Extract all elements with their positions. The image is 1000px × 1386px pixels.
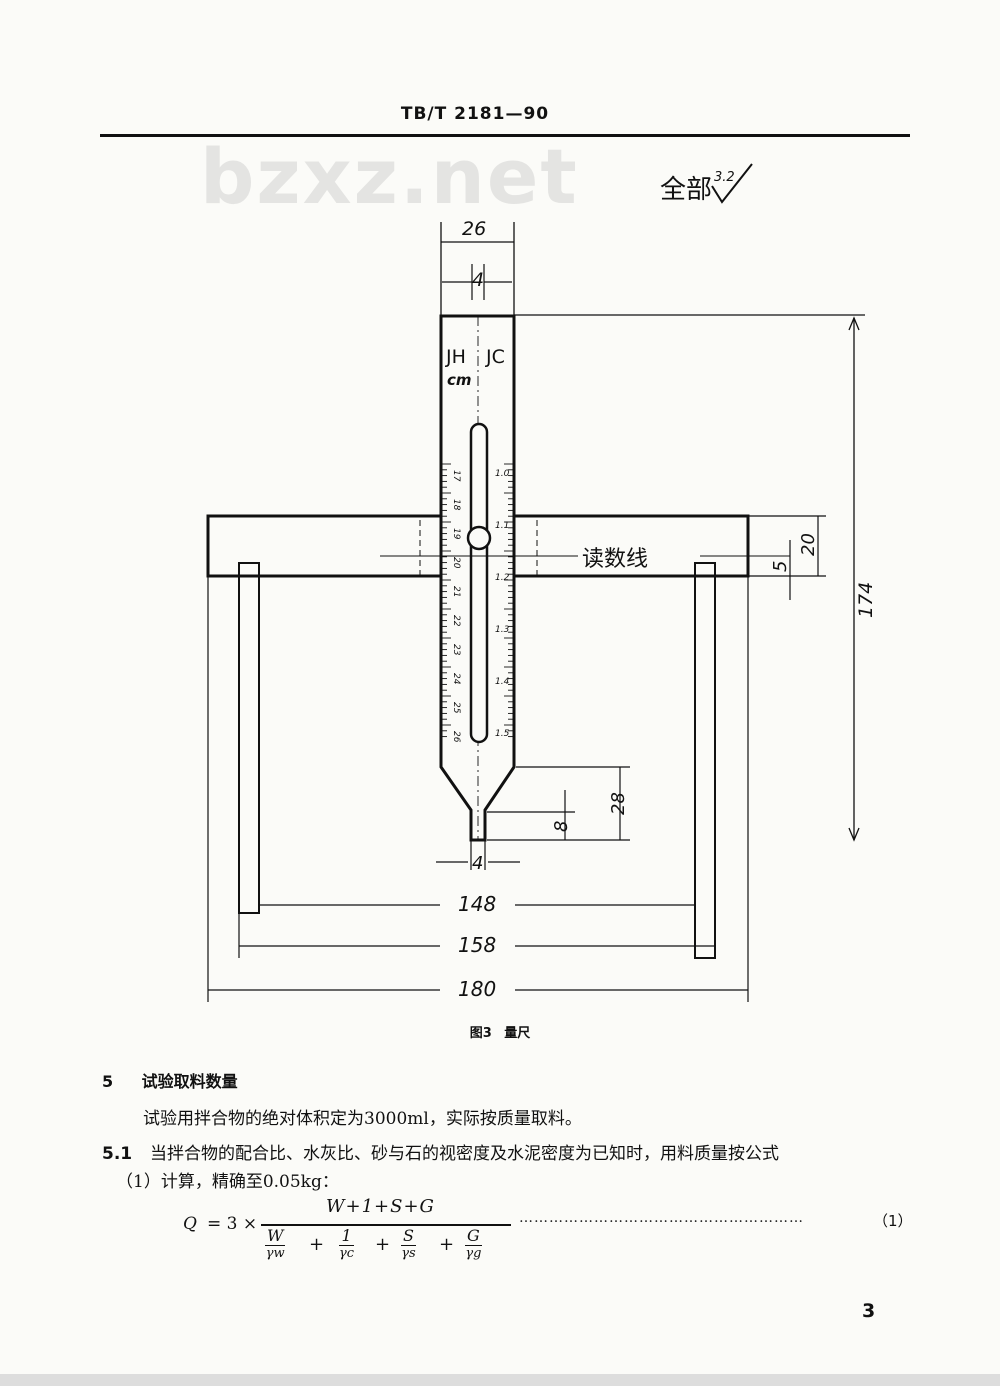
clause-line-1: 当拌合物的配合比、水灰比、砂与石的视密度及水泥密度为已知时，用料质量按公式 (150, 1144, 779, 1164)
scale-left-label: 22 (451, 615, 461, 627)
equation-number: （1） (873, 1212, 913, 1230)
scale-right-label: 1.4 (495, 677, 510, 687)
formula-lhs: Q (183, 1214, 197, 1234)
term-water: W γw (265, 1226, 286, 1261)
term-cement: 1 γc (339, 1226, 355, 1261)
scale-ticks (441, 463, 514, 738)
scale-left-label: 26 (451, 731, 461, 743)
section-paragraph: 试验用拌合物的绝对体积定为3000ml，实际按质量取料。 (143, 1109, 582, 1129)
page-number: 3 (862, 1300, 876, 1322)
clause-number: 5.1 (102, 1144, 133, 1164)
scale-left-labels: 17 18 19 20 21 22 23 24 25 26 (451, 470, 461, 743)
scan-edge (0, 1374, 1000, 1386)
dim-slot-width: 4 (472, 269, 484, 291)
scale-right-label: 1.2 (495, 573, 510, 583)
scale-left-label: 19 (451, 528, 461, 540)
figure-number: 图3 (469, 1026, 492, 1041)
dim-inner-span: 148 (458, 892, 496, 916)
mark-jc: JC (485, 346, 505, 368)
dim-tip-length: 8 (551, 821, 572, 832)
scale-right-label: 1.5 (495, 729, 510, 739)
plus-3: + (439, 1234, 455, 1255)
term-sand: S γs (401, 1226, 416, 1261)
scale-right-label: 1.1 (495, 521, 509, 531)
formula-fraction-bar (261, 1224, 511, 1226)
clause-5-1: 5.1 当拌合物的配合比、水灰比、砂与石的视密度及水泥密度为已知时，用料质量按公式… (102, 1140, 922, 1196)
mark-jh: JH (445, 346, 466, 368)
scale-right-labels: 1.0 1.1 1.2 1.3 1.4 1.5 (495, 469, 510, 739)
dim-tip-width: 4 (472, 853, 483, 874)
section-title: 试验取料数量 (141, 1072, 238, 1091)
formula-1: Q = 3 × W+1+S+G W γw + 1 γc + S γs + G γ… (183, 1196, 923, 1276)
scale-left-label: 17 (451, 470, 461, 482)
dim-total-width: 180 (458, 977, 496, 1001)
scale-left-label: 24 (451, 673, 461, 685)
header-rule (100, 134, 910, 137)
scale-right-label: 1.0 (495, 469, 510, 479)
scale-left-label: 21 (451, 586, 461, 597)
dim-top-width: 26 (462, 218, 486, 240)
surface-note: 全部 (660, 175, 712, 205)
formula-denominator: W γw + 1 γc + S γs + G γg (261, 1226, 521, 1276)
roughness-symbol (711, 163, 753, 204)
scale-left-label: 20 (451, 557, 461, 569)
reading-ball (466, 525, 492, 551)
scale-left-label: 23 (451, 644, 461, 656)
section-heading: 5 试验取料数量 (102, 1068, 238, 1092)
dim-bar-height: 20 (798, 533, 819, 556)
leader-dots: ………………………………………………… (519, 1210, 804, 1226)
mark-unit: cm (447, 371, 472, 389)
measuring-ruler-drawing: 全部 3.2 26 4 174 17 18 19 20 21 22 23 24 25 26 1.0… (206, 163, 877, 1002)
figure-title: 量尺 (504, 1026, 531, 1041)
formula-numerator: W+1+S+G (326, 1196, 435, 1217)
clause-line-2: （1）计算，精确至0.05kg： (116, 1172, 339, 1192)
plus-2: + (375, 1234, 391, 1255)
roughness-value: 3.2 (714, 170, 735, 185)
standard-code: TB/T 2181—90 (400, 104, 550, 124)
left-leg (238, 562, 260, 914)
figure-caption: 图3 量尺 (0, 1022, 1000, 1041)
dim-total-height: 174 (855, 582, 877, 618)
formula-eq: = 3 × (207, 1214, 258, 1234)
reading-line-label: 读数线 (582, 547, 648, 572)
dim-leg-span: 158 (458, 933, 496, 957)
section-number: 5 (102, 1072, 114, 1091)
dim-taper-length: 28 (608, 792, 629, 815)
ruler-slot (469, 422, 489, 744)
term-gravel: G γg (465, 1226, 482, 1261)
watermark: bzxz.net (200, 132, 579, 221)
scale-right-label: 1.3 (495, 625, 510, 635)
scale-left-label: 18 (451, 499, 461, 511)
scale-left-label: 25 (451, 702, 461, 714)
dim-read-offset: 5 (770, 561, 791, 572)
right-leg (694, 562, 716, 959)
plus-1: + (309, 1234, 325, 1255)
